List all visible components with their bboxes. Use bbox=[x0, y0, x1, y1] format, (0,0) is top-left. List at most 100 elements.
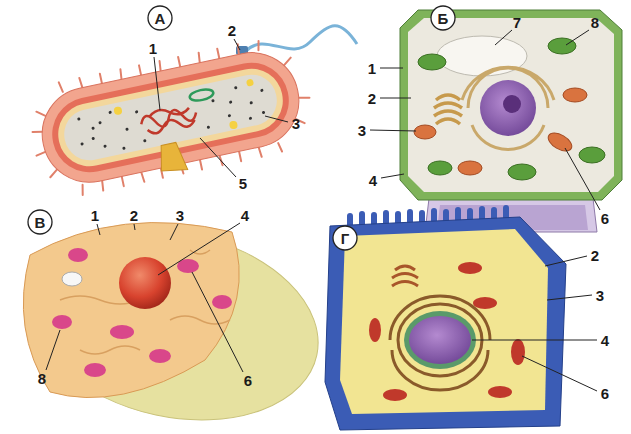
mitochondrion bbox=[369, 318, 381, 342]
leader-line bbox=[380, 98, 411, 99]
leader-line bbox=[134, 224, 135, 230]
callout-number: 7 bbox=[513, 14, 521, 31]
callout-number: 3 bbox=[292, 115, 300, 132]
endoplasmic-reticulum bbox=[462, 67, 554, 149]
leader-line bbox=[380, 68, 403, 69]
leader-line bbox=[566, 30, 589, 45]
bacterium bbox=[23, 26, 357, 203]
leader-line bbox=[381, 174, 404, 178]
callout-number: 6 bbox=[601, 385, 609, 402]
nuclear-envelope bbox=[404, 311, 476, 369]
chloroplast bbox=[579, 147, 605, 163]
mitochondrion bbox=[473, 297, 497, 309]
mitochondrion bbox=[488, 386, 512, 398]
mitochondrion bbox=[458, 161, 482, 175]
cytoplasm-cutaway bbox=[23, 223, 239, 398]
nucleolus bbox=[503, 95, 521, 113]
panel-letter-circle: Г bbox=[332, 225, 358, 251]
callout-number: 2 bbox=[591, 247, 599, 264]
mitochondrion bbox=[52, 315, 72, 329]
endoplasmic-reticulum bbox=[390, 296, 490, 390]
golgi-apparatus bbox=[392, 266, 418, 286]
leader-line bbox=[265, 116, 288, 122]
leader-line bbox=[200, 138, 236, 177]
capsule bbox=[33, 44, 307, 191]
leader-line bbox=[545, 256, 587, 266]
cell-wall bbox=[400, 10, 622, 200]
callout-number: 4 bbox=[601, 332, 609, 349]
mitochondrion bbox=[383, 389, 407, 401]
nucleus bbox=[119, 257, 171, 309]
animal-cell bbox=[14, 205, 336, 434]
circle-shape bbox=[28, 210, 52, 234]
mitochondrion bbox=[414, 125, 436, 139]
panel-letter: Б bbox=[430, 5, 456, 31]
chloroplast bbox=[508, 164, 536, 180]
vacuole bbox=[437, 36, 527, 76]
pili bbox=[23, 32, 320, 202]
leader-line bbox=[158, 223, 240, 275]
mitochondrion bbox=[110, 325, 134, 339]
granule bbox=[113, 106, 122, 115]
panel-letter: Г bbox=[332, 225, 358, 251]
cell-block bbox=[325, 208, 566, 430]
golgi-apparatus bbox=[434, 95, 462, 124]
callout-number: 8 bbox=[591, 14, 599, 31]
mitochondrion bbox=[212, 295, 232, 309]
callout-number: 2 bbox=[130, 207, 138, 224]
vacuole bbox=[62, 272, 82, 286]
callout-number: 1 bbox=[368, 60, 376, 77]
mitochondrion bbox=[68, 248, 88, 262]
callout-number: 1 bbox=[91, 207, 99, 224]
leader-line bbox=[370, 130, 416, 131]
callout-number: 4 bbox=[241, 207, 249, 224]
panel-letter: А bbox=[147, 5, 173, 31]
leader-line bbox=[192, 272, 243, 372]
leader-line bbox=[46, 330, 60, 370]
mitochondrion bbox=[458, 262, 482, 274]
panel-letter: В bbox=[27, 209, 53, 235]
leader-lines bbox=[46, 30, 600, 391]
callout-number: 5 bbox=[239, 175, 247, 192]
callout-number: 3 bbox=[176, 207, 184, 224]
leader-line bbox=[547, 295, 592, 300]
nucleus bbox=[409, 316, 471, 364]
plasmid bbox=[189, 88, 215, 103]
cell-body bbox=[14, 205, 336, 434]
leader-line bbox=[472, 340, 597, 341]
leader-line bbox=[154, 57, 160, 110]
endoplasmic-reticulum bbox=[60, 250, 230, 354]
leader-line bbox=[97, 224, 100, 235]
plant-cell bbox=[400, 10, 622, 232]
callout-number: 2 bbox=[368, 90, 376, 107]
callout-number: 3 bbox=[596, 287, 604, 304]
chloroplast bbox=[548, 38, 576, 54]
callout-number: 8 bbox=[38, 370, 46, 387]
circle-shape bbox=[431, 6, 455, 30]
mitochondrion bbox=[563, 88, 587, 102]
cytoplasm bbox=[408, 18, 614, 192]
leader-line bbox=[565, 148, 600, 210]
leader-line bbox=[522, 356, 597, 391]
chloroplast bbox=[418, 54, 446, 70]
panel-letter-circle: Б bbox=[430, 5, 456, 31]
cell-wall bbox=[45, 56, 295, 179]
cutaway-wedge bbox=[156, 141, 187, 175]
leader-line bbox=[234, 39, 240, 50]
callout-number: 1 bbox=[149, 40, 157, 57]
mitochondrion bbox=[511, 339, 525, 365]
leader-line bbox=[170, 224, 178, 240]
panel-letter-circle: А bbox=[147, 5, 173, 31]
mitochondrion bbox=[149, 349, 171, 363]
callout-number: 2 bbox=[228, 22, 236, 39]
granule bbox=[229, 120, 238, 129]
callout-number: 4 bbox=[369, 172, 377, 189]
nucleoid bbox=[139, 103, 198, 136]
circle-shape bbox=[148, 6, 172, 30]
flagellum bbox=[245, 26, 357, 52]
callout-number: 3 bbox=[358, 122, 366, 139]
cell-membrane bbox=[325, 217, 566, 430]
circle-shape bbox=[333, 226, 357, 250]
callout-number: 6 bbox=[244, 372, 252, 389]
